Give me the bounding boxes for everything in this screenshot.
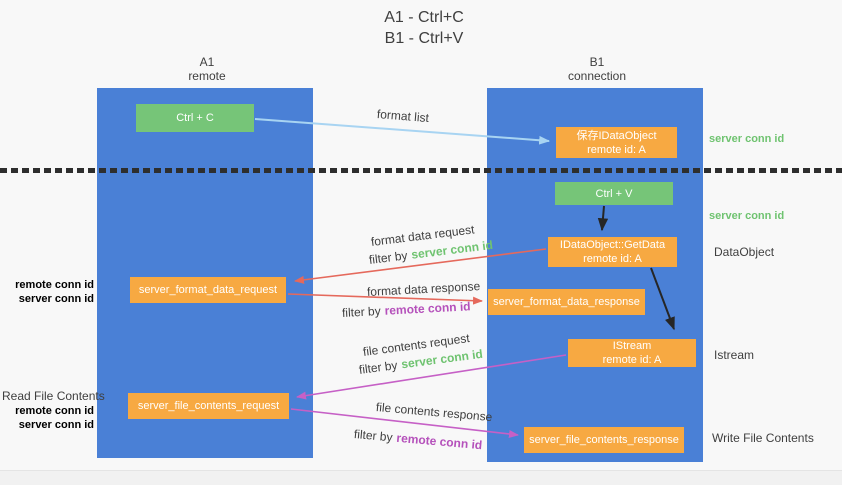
node-save-idataobject: 保存IDataObject remote id: A (556, 127, 677, 158)
left-label-block-format: remote conn id server conn id (2, 278, 94, 306)
node-idataobject-getdata-line2: remote id: A (583, 253, 642, 265)
bottom-strip (0, 470, 842, 485)
lifeline-a1-subtitle: remote (188, 69, 226, 83)
node-istream-line1: IStream (612, 340, 652, 352)
right-label-istream: Istream (714, 348, 755, 362)
right-label-write-file-contents: Write File Contents (712, 431, 814, 445)
filter-by-text: filter by (353, 427, 394, 445)
left-label-server-conn-id-1: server conn id (18, 293, 94, 305)
title-line-2: B1 - Ctrl+V (384, 30, 464, 47)
node-save-idataobject-line2: remote id: A (587, 143, 646, 156)
filter-by-text: filter by (368, 248, 409, 267)
right-label-dataobject: DataObject (714, 245, 775, 259)
lifeline-header-b1: B1 connection (537, 55, 657, 83)
lifeline-b1-title: B1 (589, 55, 605, 69)
diagram-title: A1 - Ctrl+C B1 - Ctrl+V (324, 7, 524, 49)
node-server-file-contents-response: server_file_contents_response (524, 427, 684, 453)
filter-by-text: filter by (358, 358, 399, 377)
node-save-idataobject-line1: 保存IDataObject (576, 129, 657, 142)
node-server-format-data-response: server_format_data_response (488, 289, 645, 315)
left-label-server-conn-id-2: server conn id (18, 419, 94, 431)
title-line-1: A1 - Ctrl+C (384, 9, 464, 26)
right-label-server-conn-id-1: server conn id (709, 133, 785, 145)
lifeline-header-a1: A1 remote (147, 55, 267, 83)
node-server-format-data-request: server_format_data_request (130, 277, 286, 303)
node-ctrl-c: Ctrl + C (136, 104, 254, 132)
right-label-server-conn-id-2: server conn id (709, 210, 785, 222)
filter-remote-conn-id-text: remote conn id (395, 430, 483, 453)
node-idataobject-getdata-line1: IDataObject::GetData (559, 239, 666, 251)
node-server-file-contents-request-label: server_file_contents_request (137, 400, 280, 412)
node-istream-line2: remote id: A (602, 354, 662, 366)
node-server-file-contents-response-label: server_file_contents_response (529, 434, 679, 446)
left-label-read-file-contents: Read File Contents (2, 389, 105, 403)
left-label-remote-conn-id-1: remote conn id (15, 279, 94, 291)
filter-remote-conn-id-text: remote conn id (384, 299, 471, 318)
node-server-file-contents-request: server_file_contents_request (128, 393, 289, 419)
edge-label-format-list: format list (376, 107, 430, 126)
node-ctrl-c-label: Ctrl + C (176, 112, 214, 124)
lifeline-a1-title: A1 (199, 55, 215, 69)
node-istream: IStream remote id: A (568, 339, 696, 367)
node-server-format-data-request-label: server_format_data_request (138, 284, 278, 296)
lifeline-b1-subtitle: connection (567, 69, 627, 83)
node-ctrl-v-label: Ctrl + V (595, 187, 633, 200)
edge-label-format-data-response: format data response (366, 279, 481, 299)
filter-by-text: filter by (341, 303, 382, 320)
node-idataobject-getdata: IDataObject::GetData remote id: A (548, 237, 677, 267)
edge-label-file-contents-response: file contents response (375, 400, 493, 425)
session-divider-dotted-line (0, 168, 842, 173)
left-label-block-file: Read File Contents remote conn id server… (2, 389, 105, 432)
node-server-format-data-response-label: server_format_data_response (493, 296, 640, 308)
left-label-remote-conn-id-2: remote conn id (15, 405, 94, 417)
node-ctrl-v: Ctrl + V (555, 182, 673, 205)
